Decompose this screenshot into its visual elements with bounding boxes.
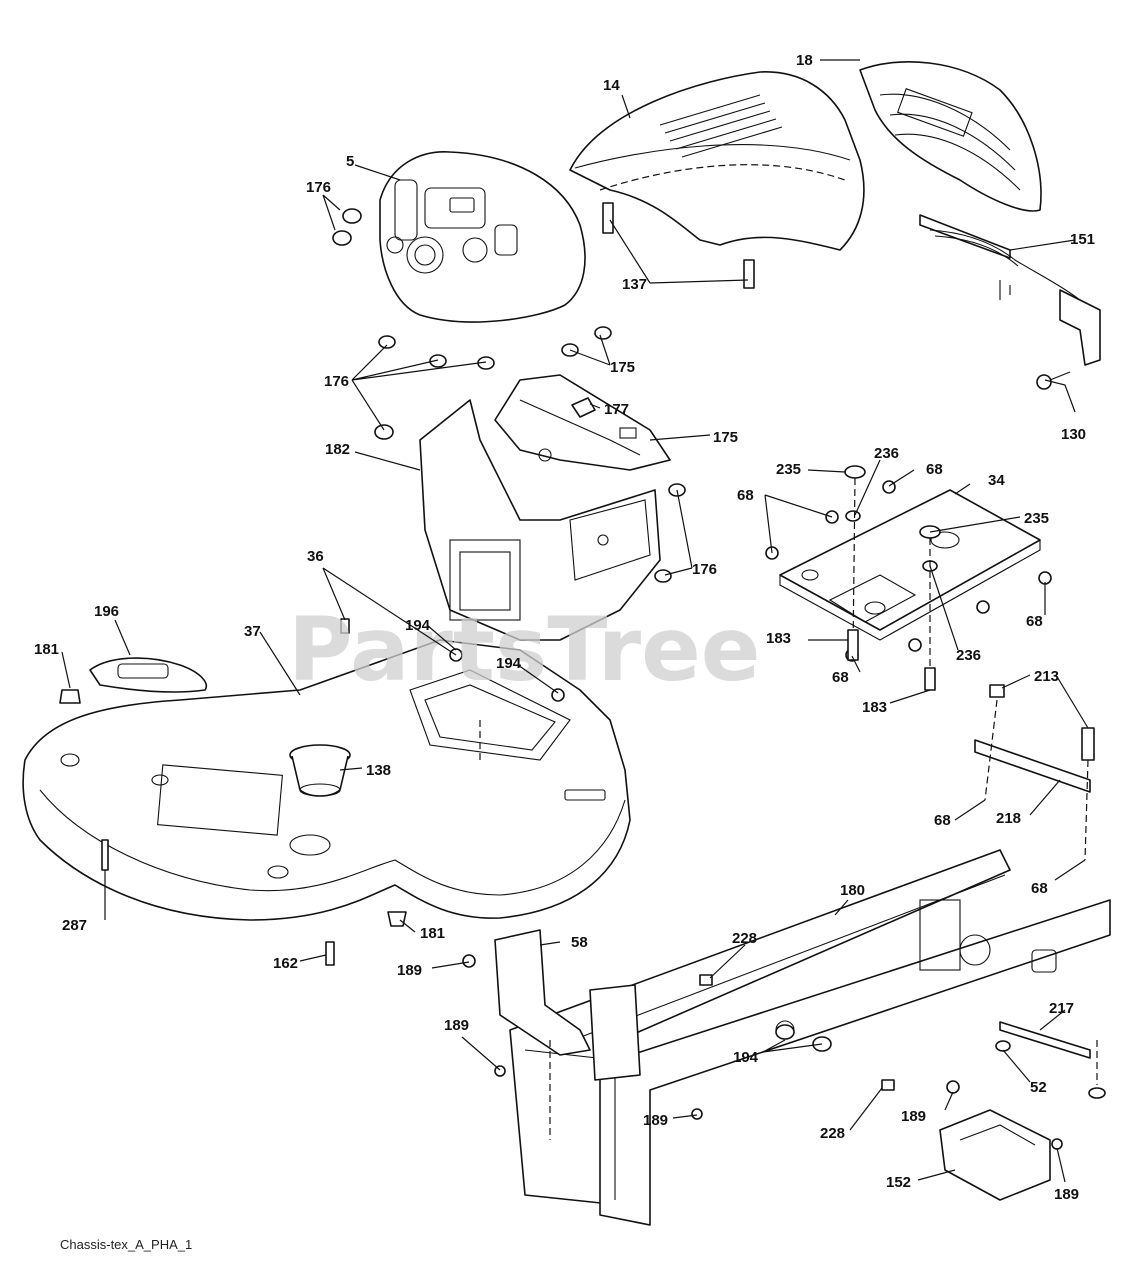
callout-68-f[interactable]: 68 xyxy=(1031,880,1048,897)
callout-labels: 14 18 5 176 151 137 175 176 177 175 182 … xyxy=(34,52,1095,1203)
callout-130[interactable]: 130 xyxy=(1061,426,1086,443)
dashboard-part[interactable] xyxy=(379,151,586,323)
callout-189-a[interactable]: 189 xyxy=(397,962,422,979)
bracket-58[interactable] xyxy=(494,929,641,1081)
callout-14[interactable]: 14 xyxy=(603,77,620,94)
callout-189-c[interactable]: 189 xyxy=(643,1112,668,1129)
nut-181-a[interactable] xyxy=(59,689,81,704)
callout-196[interactable]: 196 xyxy=(94,603,119,620)
callout-194-c[interactable]: 194 xyxy=(733,1049,759,1066)
boot-138[interactable] xyxy=(289,744,351,797)
callout-175-b[interactable]: 175 xyxy=(713,429,738,446)
callout-34[interactable]: 34 xyxy=(988,472,1005,489)
callout-228-a[interactable]: 228 xyxy=(732,930,757,947)
bumper-137-a[interactable] xyxy=(602,202,614,234)
callout-181-b[interactable]: 181 xyxy=(420,925,445,942)
callout-235-b[interactable]: 235 xyxy=(1024,510,1049,527)
screw-162[interactable] xyxy=(325,941,335,966)
callout-68-a[interactable]: 68 xyxy=(926,461,943,478)
hood-part[interactable] xyxy=(569,71,865,251)
bracket-218[interactable] xyxy=(974,739,1091,793)
callout-176-b[interactable]: 176 xyxy=(324,373,349,390)
diagram-caption: Chassis-tex_A_PHA_1 xyxy=(60,1237,192,1252)
callout-228-b[interactable]: 228 xyxy=(820,1125,845,1142)
callout-182[interactable]: 182 xyxy=(325,441,350,458)
hood-vent-grille xyxy=(659,94,783,158)
callout-217[interactable]: 217 xyxy=(1049,1000,1074,1017)
callout-287[interactable]: 287 xyxy=(62,917,87,934)
pins-228[interactable] xyxy=(699,974,895,1091)
callout-162[interactable]: 162 xyxy=(273,955,298,972)
fasteners-175[interactable] xyxy=(561,326,612,357)
callout-189-d[interactable]: 189 xyxy=(901,1108,926,1125)
lower-dash-part[interactable] xyxy=(419,399,661,641)
callout-68-b[interactable]: 68 xyxy=(737,487,754,504)
bumper-137-b[interactable] xyxy=(743,259,755,289)
callout-183-a[interactable]: 183 xyxy=(766,630,791,647)
nut-194[interactable] xyxy=(449,648,565,702)
grommet-177[interactable] xyxy=(571,397,596,418)
callout-52[interactable]: 52 xyxy=(1030,1079,1047,1096)
callout-18[interactable]: 18 xyxy=(796,52,813,69)
nut-181-b[interactable] xyxy=(387,911,407,927)
panel-196[interactable] xyxy=(89,657,207,693)
callout-194-a[interactable]: 194 xyxy=(405,617,431,634)
callout-180[interactable]: 180 xyxy=(840,882,865,899)
leader-lines xyxy=(61,59,1089,1183)
callout-213[interactable]: 213 xyxy=(1034,668,1059,685)
dash-bracket-part[interactable] xyxy=(494,374,671,471)
fasteners-176[interactable] xyxy=(332,208,686,583)
callout-235-a[interactable]: 235 xyxy=(776,461,801,478)
callout-137[interactable]: 137 xyxy=(622,276,647,293)
guard-152[interactable] xyxy=(939,1109,1051,1201)
callout-177[interactable]: 177 xyxy=(604,401,629,418)
callout-36[interactable]: 36 xyxy=(307,548,324,565)
callout-181-a[interactable]: 181 xyxy=(34,641,59,658)
callout-176-a[interactable]: 176 xyxy=(306,179,331,196)
callout-37[interactable]: 37 xyxy=(244,623,261,640)
callout-194-b[interactable]: 194 xyxy=(496,655,522,672)
callout-189-e[interactable]: 189 xyxy=(1054,1186,1079,1203)
rod-217[interactable] xyxy=(999,1021,1091,1059)
watermark: PartsTree xyxy=(288,598,760,701)
bolts-183[interactable] xyxy=(847,629,936,691)
callout-183-b[interactable]: 183 xyxy=(862,699,887,716)
callout-152[interactable]: 152 xyxy=(886,1174,911,1191)
harness-bracket-part[interactable] xyxy=(919,214,1101,366)
callout-236-a[interactable]: 236 xyxy=(874,445,899,462)
grille-part[interactable] xyxy=(859,61,1042,212)
callout-58[interactable]: 58 xyxy=(571,934,588,951)
callout-175-a[interactable]: 175 xyxy=(610,359,635,376)
callout-236-b[interactable]: 236 xyxy=(956,647,981,664)
spring-52[interactable] xyxy=(995,1040,1106,1099)
callout-68-c[interactable]: 68 xyxy=(1026,613,1043,630)
callout-138[interactable]: 138 xyxy=(366,762,391,779)
callout-189-b[interactable]: 189 xyxy=(444,1017,469,1034)
callout-218[interactable]: 218 xyxy=(996,810,1021,827)
screw-287[interactable] xyxy=(101,839,109,871)
bolts-213[interactable] xyxy=(989,684,1095,761)
pin-36[interactable] xyxy=(340,618,350,634)
callout-151[interactable]: 151 xyxy=(1070,231,1095,248)
callout-68-d[interactable]: 68 xyxy=(832,669,849,686)
callout-176-c[interactable]: 176 xyxy=(692,561,717,578)
nuts-194-frame[interactable] xyxy=(775,1024,832,1052)
callout-5[interactable]: 5 xyxy=(346,153,354,170)
callout-68-e[interactable]: 68 xyxy=(934,812,951,829)
